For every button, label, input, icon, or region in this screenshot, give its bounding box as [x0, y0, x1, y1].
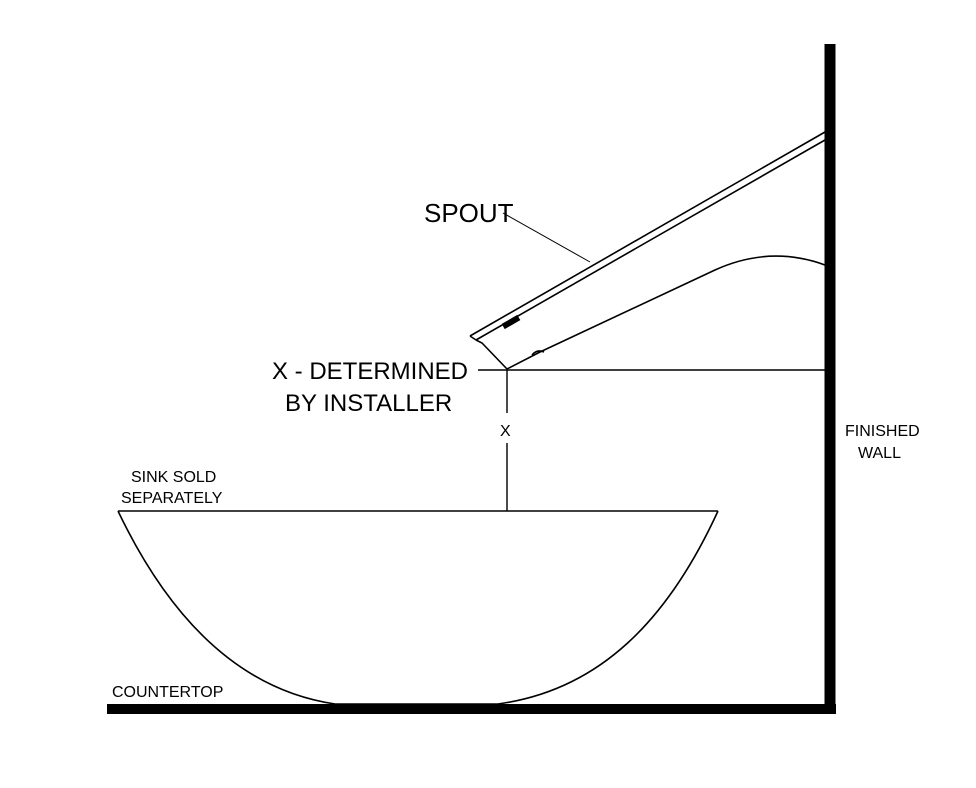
spout-label: SPOUT: [424, 198, 514, 228]
sink-label-line2: SEPARATELY: [121, 490, 223, 507]
countertop-label: COUNTERTOP: [112, 684, 223, 701]
finished-wall-label-line2: WALL: [858, 445, 901, 462]
spout-sensor-mark: [501, 314, 521, 330]
x-determined-label: X - DETERMINED: [272, 358, 468, 385]
finished-wall-label-line1: FINISHED: [845, 423, 920, 440]
spout-leader: [502, 212, 591, 263]
by-installer-label: BY INSTALLER: [285, 390, 452, 417]
sink-bowl: [117, 510, 719, 705]
sink-label-line1: SINK SOLD: [131, 469, 216, 486]
spout: [469, 131, 826, 370]
x-dimension-label: X: [500, 423, 511, 440]
